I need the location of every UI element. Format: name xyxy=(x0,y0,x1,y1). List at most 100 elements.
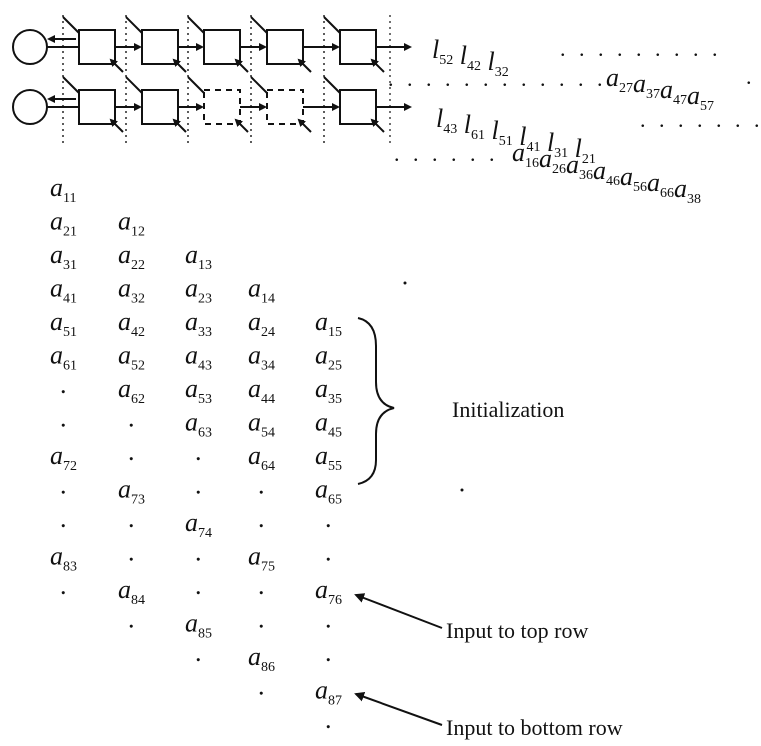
bottom-row-boundary-cell xyxy=(12,89,48,125)
processing-cell xyxy=(78,89,116,125)
matrix-ellipsis-dot: . xyxy=(195,638,202,667)
diagonal-feed-line xyxy=(250,16,268,34)
matrix-entry-a45: a45 xyxy=(315,408,342,441)
matrix-entry-a33: a33 xyxy=(185,307,212,340)
matrix-entry-a83: a83 xyxy=(50,542,77,575)
matrix-entry-a63: a63 xyxy=(185,408,212,441)
diagonal-input-arrow xyxy=(109,58,124,73)
matrix-ellipsis-dot: . xyxy=(258,471,265,500)
processing-cell xyxy=(266,89,304,125)
diagonal-feed-line xyxy=(323,76,341,94)
matrix-entry-a25: a25 xyxy=(315,341,342,374)
processing-cell xyxy=(339,29,377,65)
diagonal-input-arrow xyxy=(297,118,312,133)
matrix-ellipsis-dot: . xyxy=(258,504,265,533)
matrix-entry-a52: a52 xyxy=(118,341,145,374)
diagonal-feed-line xyxy=(323,16,341,34)
matrix-ellipsis-dot: . xyxy=(258,571,265,600)
diagonal-feed-line xyxy=(125,16,143,34)
bottom-row-output-stream: l43 l61 l51 l41 l31 l21 xyxy=(436,104,596,167)
matrix-entry-a76: a76 xyxy=(315,575,342,608)
matrix-entry-a51: a51 xyxy=(50,307,77,340)
matrix-entry-a62: a62 xyxy=(118,374,145,407)
top-row-output-stream: l52 l42 l32 xyxy=(432,35,509,80)
matrix-entry-a43: a43 xyxy=(185,341,212,374)
matrix-entry-a13: a13 xyxy=(185,240,212,273)
matrix-entry-a64: a64 xyxy=(248,441,275,474)
matrix-ellipsis-dot: . xyxy=(195,437,202,466)
matrix-entry-a75: a75 xyxy=(248,542,275,575)
diagonal-input-arrow xyxy=(172,58,187,73)
matrix-ellipsis-dot: . xyxy=(258,605,265,634)
matrix-entry-a34: a34 xyxy=(248,341,275,374)
processing-cell xyxy=(78,29,116,65)
matrix-entry-a73: a73 xyxy=(118,475,145,508)
diagonal-input-arrow xyxy=(370,58,385,73)
input-to-bottom-row-arrow xyxy=(354,692,443,726)
diagonal-feed-line xyxy=(125,76,143,94)
matrix-entry-a32: a32 xyxy=(118,274,145,307)
processing-cell xyxy=(203,29,241,65)
matrix-entry-a21: a21 xyxy=(50,207,77,240)
input-to-top-row-label: Input to top row xyxy=(446,618,588,643)
diagonal-feed-line xyxy=(62,76,80,94)
diagonal-input-arrow xyxy=(297,58,312,73)
matrix-ellipsis-dot: . xyxy=(60,571,67,600)
matrix-entry-a86: a86 xyxy=(248,642,275,675)
matrix-ellipsis-dot: . xyxy=(128,504,135,533)
top-row-input-end-dot: . xyxy=(746,64,756,89)
matrix-entry-a85: a85 xyxy=(185,609,212,642)
matrix-ellipsis-dot: . xyxy=(258,672,265,701)
matrix-entry-a87: a87 xyxy=(315,676,342,709)
top-row-input-dots: . . . . . . . . . . . . xyxy=(388,66,607,91)
processing-cell xyxy=(141,89,179,125)
processor-array xyxy=(12,29,48,125)
matrix-ellipsis-dot: . xyxy=(195,538,202,567)
matrix-entry-a55: a55 xyxy=(315,441,342,474)
stray-dot xyxy=(460,488,464,492)
array-cells xyxy=(47,15,412,145)
matrix-entry-a11: a11 xyxy=(50,173,76,206)
matrix-ellipsis-dot: . xyxy=(60,370,67,399)
diagonal-input-arrow xyxy=(234,58,249,73)
input-to-bottom-row-label: Input to bottom row xyxy=(446,715,623,740)
diagonal-feed-line xyxy=(187,76,205,94)
matrix-entry-a23: a23 xyxy=(185,274,212,307)
initialization-label: Initialization xyxy=(452,397,564,422)
bottom-row-input-dots: . . . . . . xyxy=(394,141,499,166)
matrix-entry-a72: a72 xyxy=(50,441,77,474)
processing-cell xyxy=(266,29,304,65)
matrix-entry-a61: a61 xyxy=(50,341,77,374)
diagonal-input-arrow xyxy=(109,118,124,133)
matrix-entry-a35: a35 xyxy=(315,374,342,407)
bottom-row-input-stream: a16a26a36a46a56a66a38 xyxy=(512,138,701,207)
diagonal-feed-line xyxy=(62,16,80,34)
matrix-ellipsis-dot: . xyxy=(60,471,67,500)
matrix-ellipsis-dot: . xyxy=(325,605,332,634)
stray-dot xyxy=(403,281,407,285)
matrix-input-grid: a11a21a31a41a51a61..a72..a83.a12a22a32a4… xyxy=(50,173,342,734)
matrix-ellipsis-dot: . xyxy=(128,605,135,634)
matrix-entry-a54: a54 xyxy=(248,408,275,441)
matrix-entry-a12: a12 xyxy=(118,207,145,240)
matrix-entry-a74: a74 xyxy=(185,508,212,541)
matrix-entry-a31: a31 xyxy=(50,240,77,273)
matrix-entry-a53: a53 xyxy=(185,374,212,407)
top-row-boundary-cell xyxy=(12,29,48,65)
matrix-ellipsis-dot: . xyxy=(128,538,135,567)
matrix-ellipsis-dot: . xyxy=(325,705,332,734)
diagonal-feed-line xyxy=(250,76,268,94)
matrix-ellipsis-dot: . xyxy=(128,404,135,433)
top-row-output-dots: . . . . . . . . . xyxy=(560,36,722,61)
matrix-ellipsis-dot: . xyxy=(325,538,332,567)
matrix-ellipsis-dot: . xyxy=(60,404,67,433)
matrix-entry-a24: a24 xyxy=(248,307,275,340)
bottom-row-output-dots: . . . . . . . . xyxy=(640,107,761,132)
matrix-entry-a22: a22 xyxy=(118,240,145,273)
initialization-brace xyxy=(357,317,395,485)
matrix-entry-a41: a41 xyxy=(50,274,77,307)
matrix-ellipsis-dot: . xyxy=(195,471,202,500)
diagonal-input-arrow xyxy=(234,118,249,133)
processing-cell xyxy=(339,89,377,125)
